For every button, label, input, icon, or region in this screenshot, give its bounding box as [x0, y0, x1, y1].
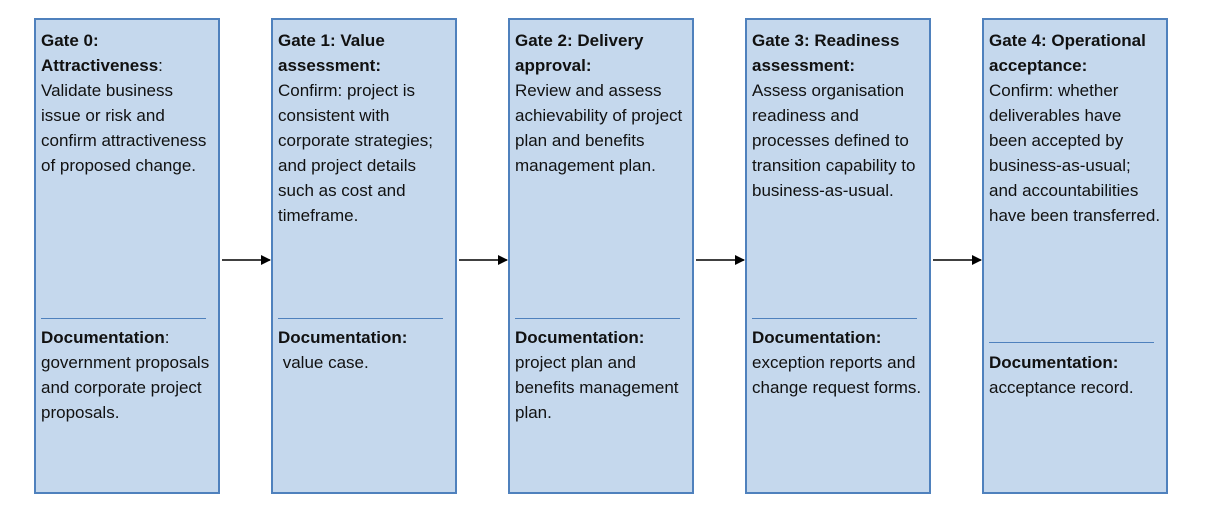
gate-4-divider [989, 342, 1154, 343]
gate-4-description: Confirm: whether deliverables have been … [989, 81, 1161, 225]
gate-2-doc-label: Documentation: [515, 328, 645, 347]
gate-2-documentation: Documentation: project plan and benefits… [515, 325, 688, 425]
gate-4-documentation: Documentation: acceptance record. [989, 350, 1162, 400]
gate-0-doc-colon: : [164, 328, 170, 347]
gate-0-subtitle-colon: : [158, 56, 163, 75]
gate-2-description: Review and assess achievability of proje… [515, 81, 683, 175]
gate-0-doc-heading: Documentation: [41, 325, 214, 350]
gate-0-description: Validate business issue or risk and conf… [41, 81, 207, 175]
gate-1-doc-text: value case. [278, 353, 369, 372]
gate-0-box: Gate 0: Attractiveness: Validate busines… [34, 18, 220, 494]
gate-1-documentation: Documentation: value case. [278, 325, 451, 375]
gate-0-title: Gate 0: [41, 31, 99, 50]
gate-0-divider [41, 318, 206, 319]
gate-1-doc-label: Documentation: [278, 328, 408, 347]
gate-3-title: Gate 3: Readiness assessment: [752, 31, 900, 75]
gate-2-box: Gate 2: Delivery approval: Review and as… [508, 18, 694, 494]
gate-4-title: Gate 4: Operational acceptance: [989, 31, 1146, 75]
gate-3-divider [752, 318, 917, 319]
gate-4-doc-label: Documentation: [989, 353, 1119, 372]
gate-1-title: Gate 1: Value assessment: [278, 31, 385, 75]
gate-4-doc-text: acceptance record. [989, 378, 1134, 397]
gate-2-title: Gate 2: Delivery approval: [515, 31, 644, 75]
gate-3-description: Assess organisation readiness and proces… [752, 81, 916, 200]
gate-0-doc-label: Documentation [41, 328, 165, 347]
gate-0-subtitle-text: Attractiveness [41, 56, 159, 75]
gate-1-box: Gate 1: Value assessment: Confirm: proje… [271, 18, 457, 494]
gate-2-doc-text: project plan and benefits management pla… [515, 353, 679, 422]
gate-3-doc-label: Documentation: [752, 328, 882, 347]
gate-0-doc-text: government proposals and corporate proje… [41, 353, 210, 422]
gate-0-subtitle: Attractiveness: [41, 53, 214, 78]
gate-1-description: Confirm: project is consistent with corp… [278, 81, 433, 225]
gate-0-documentation: Documentation: government proposals and … [41, 325, 214, 425]
gate-1-divider [278, 318, 443, 319]
gate-4-box: Gate 4: Operational acceptance: Confirm:… [982, 18, 1168, 494]
gate-2-divider [515, 318, 680, 319]
gate-3-doc-text: exception reports and change request for… [752, 353, 922, 397]
gate-3-documentation: Documentation: exception reports and cha… [752, 325, 925, 400]
gate-3-box: Gate 3: Readiness assessment: Assess org… [745, 18, 931, 494]
